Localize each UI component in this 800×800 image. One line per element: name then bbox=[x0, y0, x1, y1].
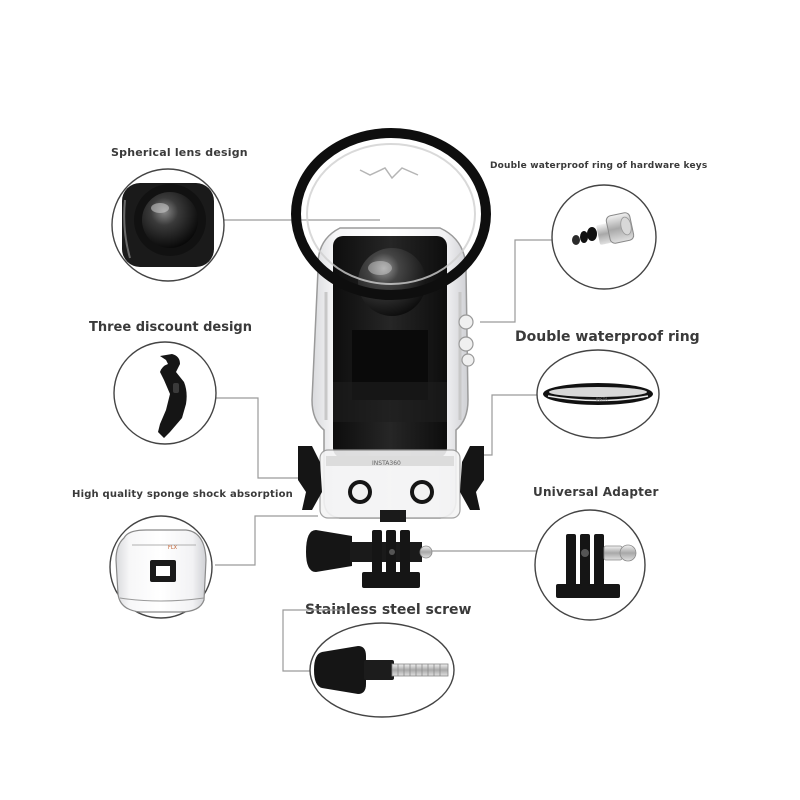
connector-hardware-keys bbox=[480, 239, 552, 323]
thumb-screw-icon bbox=[314, 646, 449, 694]
label-three-discount: Three discount design bbox=[89, 320, 252, 335]
connector-lines bbox=[215, 219, 552, 672]
spherical-lens-icon bbox=[122, 183, 214, 267]
label-hardware-keys: Double waterproof ring of hardware keys bbox=[490, 161, 708, 171]
label-sponge: High quality sponge shock absorption bbox=[72, 489, 293, 500]
svg-text:FLX: FLX bbox=[168, 545, 178, 551]
connector-sponge bbox=[215, 515, 318, 566]
label-screw: Stainless steel screw bbox=[305, 602, 472, 618]
connector-three-discount bbox=[215, 397, 300, 479]
label-spherical-lens: Spherical lens design bbox=[111, 146, 248, 159]
sponge-housing-icon: FLX bbox=[115, 529, 207, 613]
latch-buckle-icon bbox=[158, 354, 187, 438]
dive-housing-with-camera-icon: INSTA360 bbox=[291, 128, 491, 522]
connector-waterproof-ring bbox=[478, 394, 538, 456]
button-ring-parts-icon bbox=[572, 212, 635, 245]
adapter-with-screw-assembly-icon bbox=[306, 530, 433, 588]
circle-three-discount bbox=[113, 341, 217, 445]
svg-text:INSTA360: INSTA360 bbox=[372, 460, 401, 467]
connector-screw bbox=[282, 609, 345, 672]
svg-text:INSTA: INSTA bbox=[596, 397, 608, 402]
label-waterproof-ring: Double waterproof ring bbox=[515, 329, 700, 345]
mount-adapter-icon bbox=[556, 534, 637, 598]
o-ring-seal-icon: INSTA bbox=[543, 383, 653, 405]
label-adapter: Universal Adapter bbox=[533, 485, 659, 499]
